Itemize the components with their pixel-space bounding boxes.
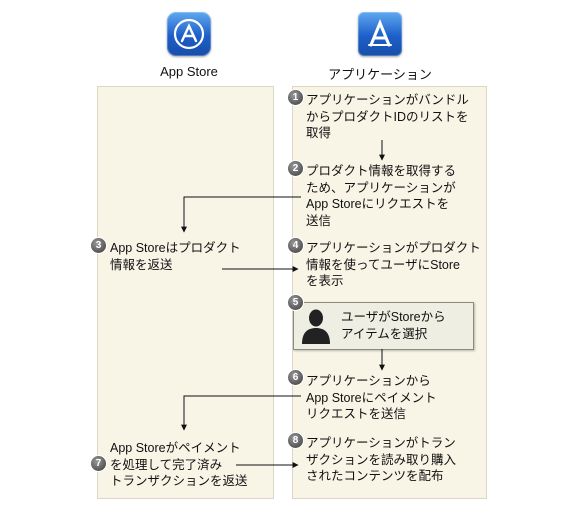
step-1-badge: 1	[288, 90, 303, 105]
application-icon	[358, 12, 402, 56]
step-6-text: アプリケーションから App Storeにペイメント リクエストを送信	[306, 374, 437, 421]
application-column	[292, 86, 487, 499]
app-store-icon	[167, 12, 211, 56]
step-8-text: アプリケーションがトラン ザクションを読み取り購入 されたコンテンツを配布	[306, 436, 457, 483]
step-4-text: アプリケーションがプロダクト 情報を使ってユーザにStore を表示	[306, 241, 481, 288]
step-8-badge: 8	[288, 433, 303, 448]
step-1-text: アプリケーションがバンドル からプロダクトIDのリストを 取得	[306, 93, 469, 140]
step-2-badge: 2	[288, 161, 303, 176]
user-silhouette-icon	[302, 309, 330, 344]
step-5-text: ユーザがStoreから アイテムを選択	[341, 310, 446, 341]
step-2-text: プロダクト情報を取得する ため、アプリケーションが App Storeにリクエス…	[306, 164, 457, 228]
app-store-title: App Store	[160, 64, 218, 79]
step-3-text: App Storeはプロダクト 情報を返送	[110, 241, 241, 272]
step-7-text: App Storeがペイメント を処理して完了済み トランザクションを返送	[110, 441, 248, 488]
step-3-badge: 3	[91, 238, 106, 253]
step-5-badge: 5	[288, 295, 303, 310]
step-6-badge: 6	[288, 370, 303, 385]
step-7-badge: 7	[91, 456, 106, 471]
application-title: アプリケーション	[328, 67, 432, 82]
step-4-badge: 4	[288, 238, 303, 253]
